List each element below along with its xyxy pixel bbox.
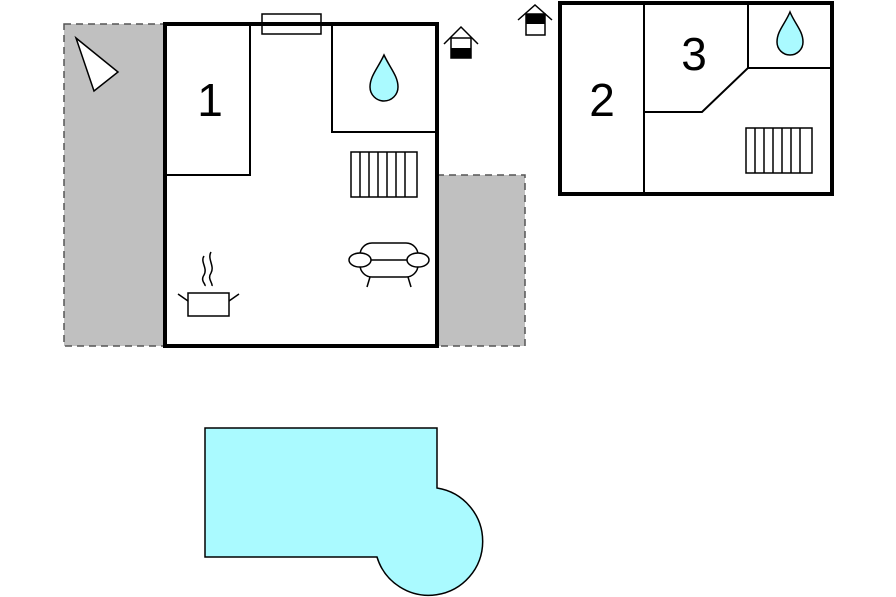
bathroom-walls <box>331 26 435 133</box>
terrace-right <box>436 174 526 347</box>
main-house: 1 <box>163 13 439 348</box>
bathroom-drop-icon <box>369 53 399 102</box>
sofa-icon <box>348 242 430 288</box>
radiator-icon <box>745 127 813 174</box>
compass-icon <box>74 35 120 93</box>
annex-building: 2 3 <box>558 1 834 196</box>
bathroom-drop-icon <box>776 10 804 56</box>
entrance-icon <box>517 3 553 36</box>
room-1-walls <box>167 26 251 176</box>
swimming-pool <box>204 427 484 597</box>
entrance-icon <box>443 25 479 59</box>
room-3-walls <box>644 5 749 113</box>
main-house-walls <box>163 22 439 348</box>
room-1-number: 1 <box>197 74 223 126</box>
room-3-number: 3 <box>681 28 707 80</box>
kitchen-pot-icon <box>177 251 240 317</box>
terrace-left <box>63 23 166 347</box>
radiator-icon <box>350 151 418 198</box>
room-2-number: 2 <box>589 74 615 126</box>
